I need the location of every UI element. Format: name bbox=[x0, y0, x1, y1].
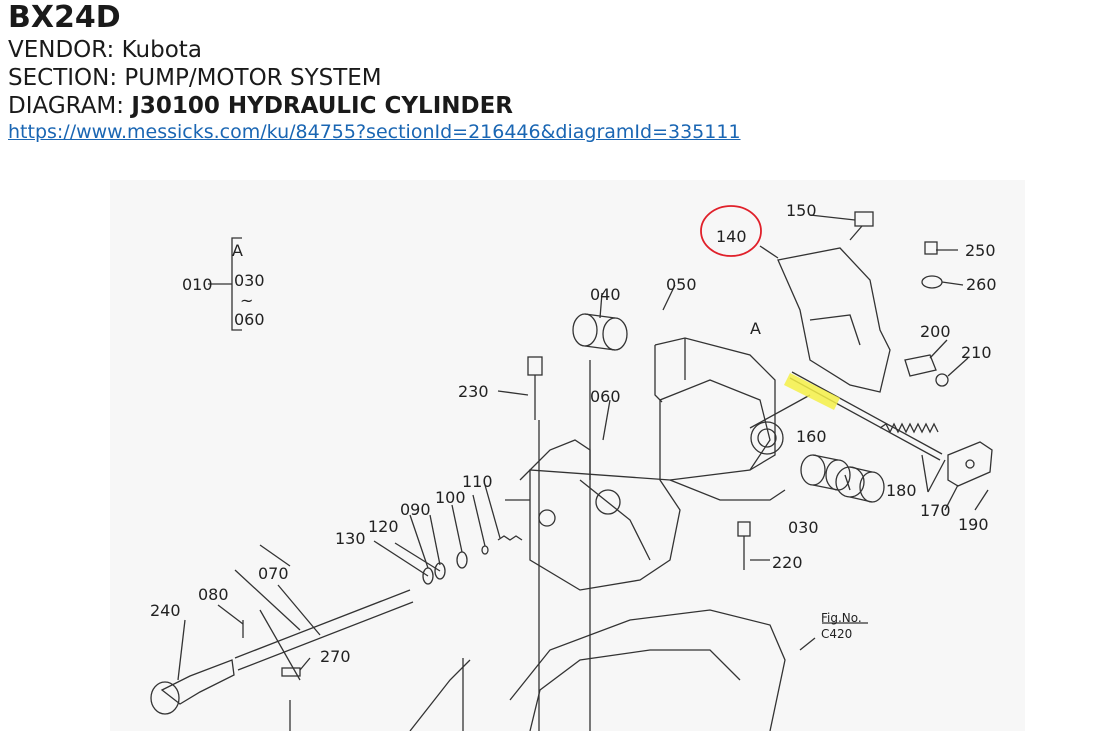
diagram-label: DIAGRAM: bbox=[8, 93, 125, 119]
part-label-180[interactable]: 180 bbox=[886, 481, 917, 500]
part-160-highlight-marker bbox=[784, 373, 840, 410]
parts-diagram: A 010 030 ~ 060 040 050 A 230 060 110 10… bbox=[110, 180, 1025, 732]
part-label-080[interactable]: 080 bbox=[198, 585, 229, 604]
part-label-030-group[interactable]: 030 bbox=[234, 271, 265, 290]
assembly-letter-a: A bbox=[232, 241, 243, 260]
vendor-line: VENDOR: Kubota bbox=[8, 36, 741, 64]
part-label-270[interactable]: 270 bbox=[320, 647, 351, 666]
section-line: SECTION: PUMP/MOTOR SYSTEM bbox=[8, 64, 741, 92]
part-label-100[interactable]: 100 bbox=[435, 488, 466, 507]
part-label-060[interactable]: 060 bbox=[590, 387, 621, 406]
part-label-210[interactable]: 210 bbox=[961, 343, 992, 362]
diagram-value: J30100 HYDRAULIC CYLINDER bbox=[131, 93, 514, 119]
part-label-220[interactable]: 220 bbox=[772, 553, 803, 572]
diagram-linework bbox=[150, 211, 993, 732]
vendor-label: VENDOR: bbox=[8, 37, 115, 63]
fig-no-label: Fig.No. bbox=[821, 611, 862, 625]
tilde-symbol: ~ bbox=[240, 291, 253, 310]
assembly-letter-a-main: A bbox=[750, 319, 761, 338]
part-label-120[interactable]: 120 bbox=[368, 517, 399, 536]
part-label-260[interactable]: 260 bbox=[966, 275, 997, 294]
diagram-url-link[interactable]: https://www.messicks.com/ku/84755?sectio… bbox=[8, 121, 741, 143]
part-label-130[interactable]: 130 bbox=[335, 529, 366, 548]
diagram-line: DIAGRAM: J30100 HYDRAULIC CYLINDER bbox=[8, 92, 741, 120]
part-label-160[interactable]: 160 bbox=[796, 427, 827, 446]
part-label-030[interactable]: 030 bbox=[788, 518, 819, 537]
part-label-110[interactable]: 110 bbox=[462, 472, 493, 491]
part-label-050[interactable]: 050 bbox=[666, 275, 697, 294]
part-label-010[interactable]: 010 bbox=[182, 275, 213, 294]
part-label-150[interactable]: 150 bbox=[786, 201, 817, 220]
part-label-230[interactable]: 230 bbox=[458, 382, 489, 401]
fig-no-value[interactable]: C420 bbox=[821, 627, 852, 641]
page-header: BX24D VENDOR: Kubota SECTION: PUMP/MOTOR… bbox=[8, 0, 741, 144]
parts-diagram-svg: A 010 030 ~ 060 040 050 A 230 060 110 10… bbox=[150, 201, 997, 732]
part-label-070[interactable]: 070 bbox=[258, 564, 289, 583]
part-label-250[interactable]: 250 bbox=[965, 241, 996, 260]
section-value: PUMP/MOTOR SYSTEM bbox=[124, 65, 382, 91]
part-label-140[interactable]: 140 bbox=[716, 227, 747, 246]
section-label: SECTION: bbox=[8, 65, 118, 91]
vendor-value: Kubota bbox=[121, 37, 202, 63]
part-label-170[interactable]: 170 bbox=[920, 501, 951, 520]
part-label-240[interactable]: 240 bbox=[150, 601, 181, 620]
part-label-200[interactable]: 200 bbox=[920, 322, 951, 341]
part-label-190[interactable]: 190 bbox=[958, 515, 989, 534]
part-label-060-group[interactable]: 060 bbox=[234, 310, 265, 329]
part-label-040[interactable]: 040 bbox=[590, 285, 621, 304]
part-140-highlight-circle bbox=[700, 205, 762, 257]
model-title: BX24D bbox=[8, 0, 121, 35]
part-label-090[interactable]: 090 bbox=[400, 500, 431, 519]
